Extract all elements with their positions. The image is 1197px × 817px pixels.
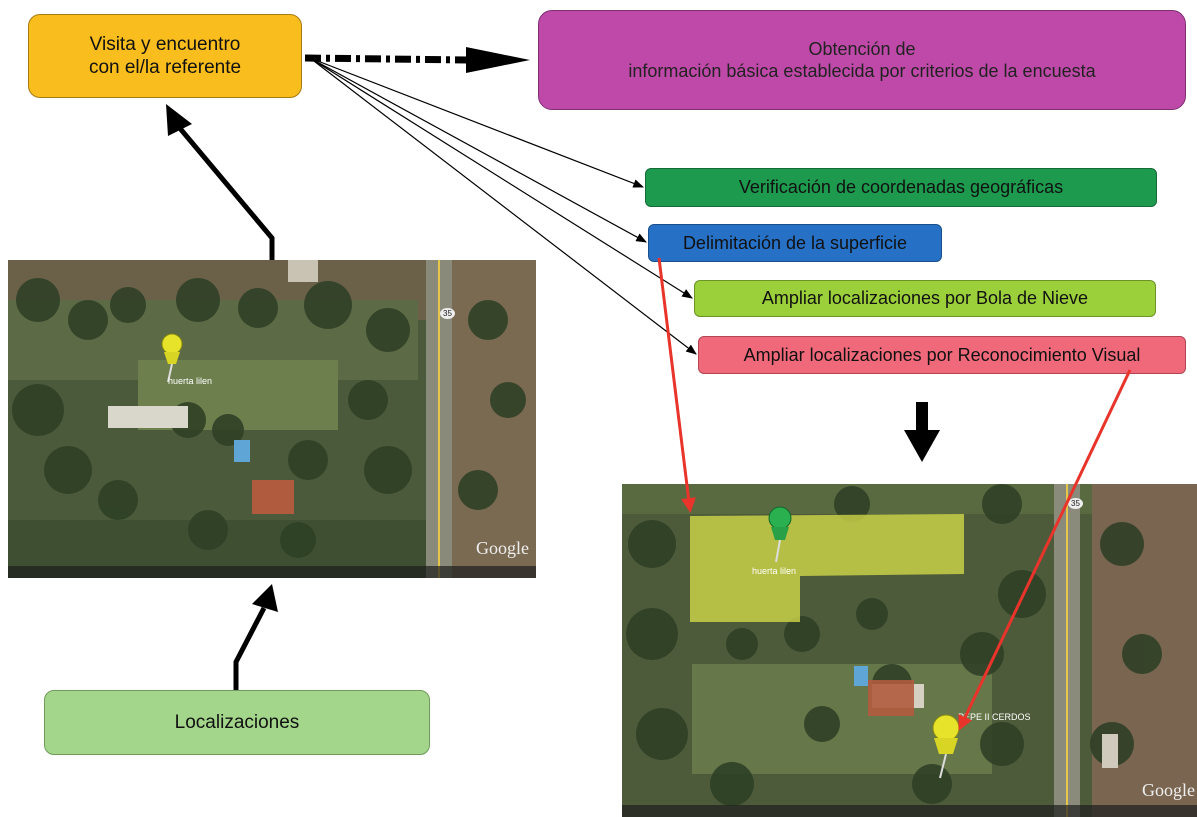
arrow-map-to-visita: [176, 124, 275, 262]
visita-line2: con el/la referente: [88, 57, 242, 78]
down-arrow-head: [904, 430, 940, 462]
road-number-left: 35: [440, 308, 455, 319]
localizaciones-label: Localizaciones: [174, 711, 300, 733]
visita-line1: Visita y encuentro: [89, 34, 241, 55]
yellow-pushpin-icon: [932, 714, 960, 779]
down-arrow-shaft: [916, 402, 928, 432]
arrow-map-to-visita-head: [166, 104, 192, 136]
localizaciones-box: Localizaciones: [44, 690, 430, 755]
delimitacion-label: Delimitación de la superficie: [682, 232, 908, 253]
bola-nieve-box: Ampliar localizaciones por Bola de Nieve: [694, 280, 1156, 317]
visita-box: Visita y encuentro con el/la referente: [28, 14, 302, 98]
obtencion-box: Obtención de información básica establec…: [538, 10, 1186, 110]
green-pushpin-icon: [768, 506, 792, 563]
arrow-to-reconocimiento: [309, 57, 697, 355]
bola-nieve-label: Ampliar localizaciones por Bola de Nieve: [761, 288, 1089, 308]
arrow-loc-to-map: [233, 606, 267, 690]
satellite-map-left-image: [8, 260, 536, 578]
road-number-right: 35: [1068, 498, 1083, 509]
arrow-loc-to-map-head: [252, 584, 278, 612]
reconocimiento-box: Ampliar localizaciones por Reconocimient…: [698, 336, 1186, 374]
obtencion-line1: Obtención de: [808, 39, 916, 59]
satellite-map-right-image: [622, 484, 1197, 817]
delimitacion-box: Delimitación de la superficie: [648, 224, 942, 262]
pin-label-right-1: huerta lilen: [752, 566, 797, 576]
satellite-map-left: huerta lilen 35 Google: [8, 260, 536, 578]
verificacion-label: Verificación de coordenadas geográficas: [738, 177, 1064, 197]
pin-label-right-2: PEPE II CERDOS: [958, 712, 1031, 722]
arrow-to-bola-nieve: [309, 57, 693, 299]
arrow-to-verificacion: [309, 57, 645, 188]
surface-polygon: [690, 514, 964, 622]
obtencion-line2: información básica establecida por crite…: [628, 61, 1096, 81]
pin-label-left: huerta lilen: [168, 376, 213, 386]
pushpin-icon: [161, 333, 183, 383]
google-watermark-right: Google: [1142, 780, 1195, 800]
reconocimiento-label: Ampliar localizaciones por Reconocimient…: [743, 344, 1141, 365]
satellite-map-right: huerta lilen PEPE II CERDOS 35 Google: [622, 484, 1197, 817]
arrow-to-delimitacion: [309, 57, 647, 243]
google-watermark-left: Google: [476, 538, 529, 558]
verificacion-box: Verificación de coordenadas geográficas: [645, 168, 1157, 207]
dashed-arrowhead: [466, 47, 530, 73]
dashed-arrow-obtencion: [304, 54, 471, 64]
